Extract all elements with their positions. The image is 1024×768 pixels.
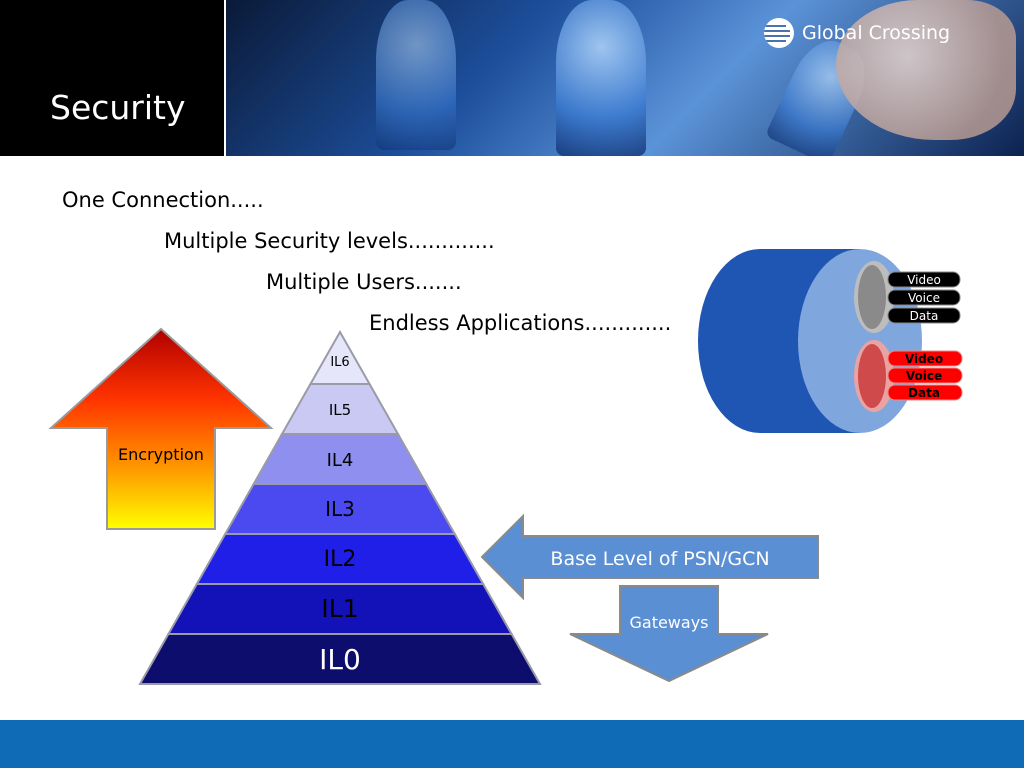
pyramid-label-il5: IL5 xyxy=(329,401,351,419)
chess-piece-right xyxy=(556,0,646,156)
pyramid-label-il3: IL3 xyxy=(325,497,355,521)
cable-strands-top: Video Voice Data xyxy=(887,271,961,324)
text-line-1: One Connection..... xyxy=(62,188,264,212)
strand-top-data: Data xyxy=(910,309,939,323)
header-left-panel xyxy=(0,0,224,156)
cable-strands-bottom: Video Voice Data xyxy=(887,350,963,401)
pyramid-label-il6: IL6 xyxy=(330,355,349,370)
strand-top-video: Video xyxy=(907,273,941,287)
pyramid-label-il1: IL1 xyxy=(321,594,358,623)
text-line-4: Endless Applications............. xyxy=(369,311,672,335)
logo-text: Global Crossing xyxy=(802,22,951,44)
strand-bottom-voice: Voice xyxy=(906,369,942,383)
text-line-3: Multiple Users....... xyxy=(266,270,462,294)
strand-bottom-video: Video xyxy=(905,352,943,366)
global-crossing-logo: Global Crossing xyxy=(764,18,950,48)
encryption-arrow xyxy=(48,327,274,530)
strand-bottom-data: Data xyxy=(908,386,940,400)
logo-mark-icon xyxy=(764,18,794,48)
pyramid-label-il4: IL4 xyxy=(327,450,354,471)
security-pyramid: IL6 IL5 IL4 IL3 IL2 IL1 IL0 xyxy=(138,329,542,685)
hand-shape xyxy=(836,0,1016,140)
strand-top-voice: Voice xyxy=(908,291,940,305)
psn-gcn-callout-arrow xyxy=(480,513,819,601)
gateways-arrow xyxy=(569,585,769,683)
encryption-label: Encryption xyxy=(118,445,204,464)
pyramid-label-il2: IL2 xyxy=(324,547,357,572)
pyramid-label-il0: IL0 xyxy=(319,643,361,676)
chess-piece-left xyxy=(376,0,456,150)
gateways-label: Gateways xyxy=(629,613,708,632)
psn-gcn-callout-label: Base Level of PSN/GCN xyxy=(550,548,769,570)
pyramid-level-il0 xyxy=(138,633,542,685)
header-banner-image xyxy=(226,0,1024,156)
slide-title: Security xyxy=(50,88,186,127)
footer-bar xyxy=(0,720,1024,768)
text-line-2: Multiple Security levels............. xyxy=(164,229,495,253)
